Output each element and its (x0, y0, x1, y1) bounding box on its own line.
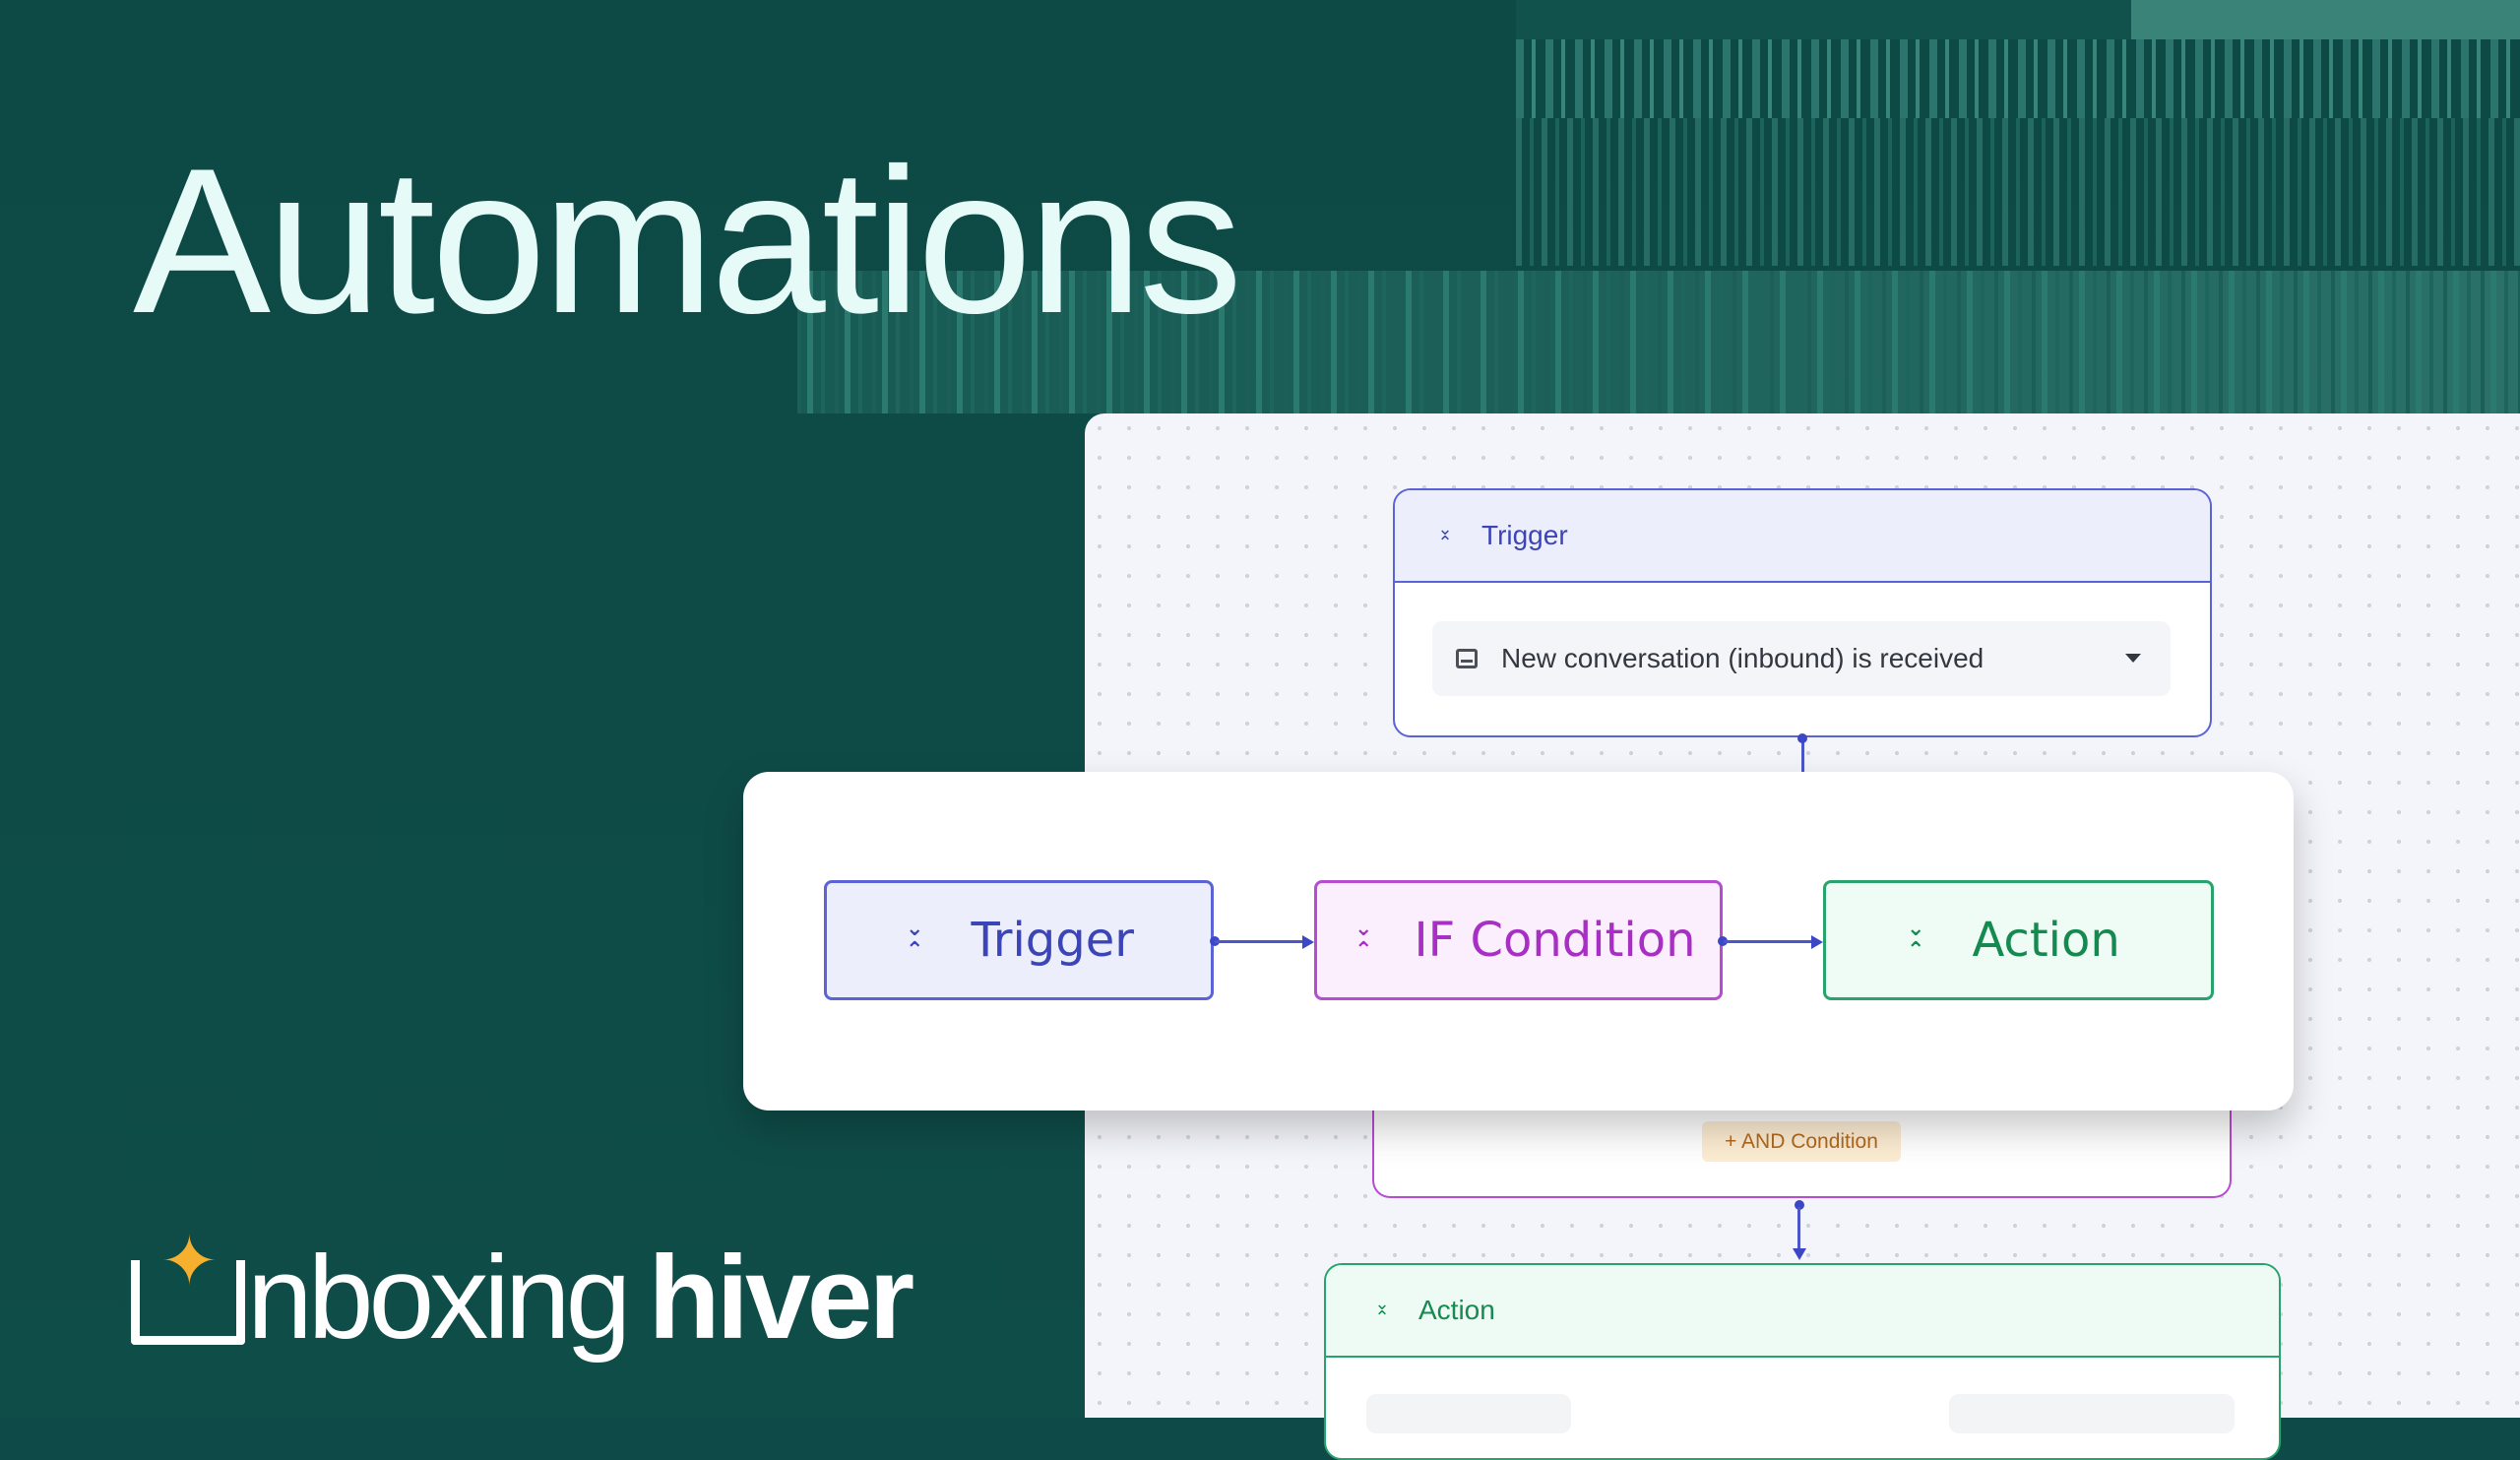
box-outline (131, 1260, 245, 1345)
logo-word-hiver: hiver (648, 1232, 914, 1364)
add-and-condition-button[interactable]: + AND Condition (1702, 1121, 1901, 1162)
trigger-select-value: New conversation (inbound) is received (1501, 643, 1984, 673)
arrow-right-icon (1811, 935, 1823, 949)
collapse-icon[interactable]: ⌄⌃ (1374, 1294, 1390, 1327)
connector-line (1215, 940, 1303, 943)
connector-dot (1718, 936, 1728, 946)
connector-line (1801, 737, 1804, 773)
action-node-title: Action (1418, 1295, 1495, 1325)
flow-step-action[interactable]: ⌄⌃ Action (1823, 880, 2214, 1000)
logo-mark: ✦ (131, 1227, 247, 1345)
trigger-node[interactable]: ⌄⌃ Trigger (1393, 488, 2212, 737)
action-field-placeholder (1366, 1394, 1571, 1433)
expand-collapse-icon: ⌄⌃ (1907, 917, 1925, 963)
action-field-placeholder (1949, 1394, 2235, 1433)
action-node-header[interactable]: ⌄⌃ Action (1326, 1265, 2279, 1358)
flow-step-label: IF Condition (1414, 913, 1696, 968)
flow-step-trigger[interactable]: ⌄⌃ Trigger (824, 880, 1214, 1000)
expand-collapse-icon: ⌄⌃ (906, 917, 924, 963)
inbox-icon (1456, 649, 1478, 668)
decor-stripes (1516, 118, 2520, 266)
decor-stripes (1516, 39, 2520, 118)
page-title: Automations (133, 125, 1242, 356)
connector-line (1724, 940, 1812, 943)
expand-collapse-icon: ⌄⌃ (1354, 917, 1373, 963)
connector-dot (1795, 1200, 1804, 1210)
flow-step-label: Action (1972, 913, 2120, 968)
sparkle-icon: ✦ (160, 1221, 219, 1301)
connector-dot (1797, 733, 1807, 743)
decor-stripes (797, 271, 2520, 413)
trigger-node-title: Trigger (1481, 520, 1568, 550)
arrow-down-icon (1793, 1248, 1806, 1260)
caret-down-icon (2125, 654, 2141, 663)
flow-step-label: Trigger (971, 913, 1134, 968)
trigger-select[interactable]: New conversation (inbound) is received (1432, 621, 2171, 696)
collapse-icon[interactable]: ⌄⌃ (1437, 519, 1453, 552)
decor-stripes (2131, 0, 2520, 39)
logo-word-unboxing: nboxing (247, 1232, 631, 1364)
flow-step-if-condition[interactable]: ⌄⌃ IF Condition (1314, 880, 1723, 1000)
connector-line (1797, 1207, 1800, 1250)
arrow-right-icon (1302, 935, 1314, 949)
trigger-node-header[interactable]: ⌄⌃ Trigger (1395, 490, 2210, 583)
